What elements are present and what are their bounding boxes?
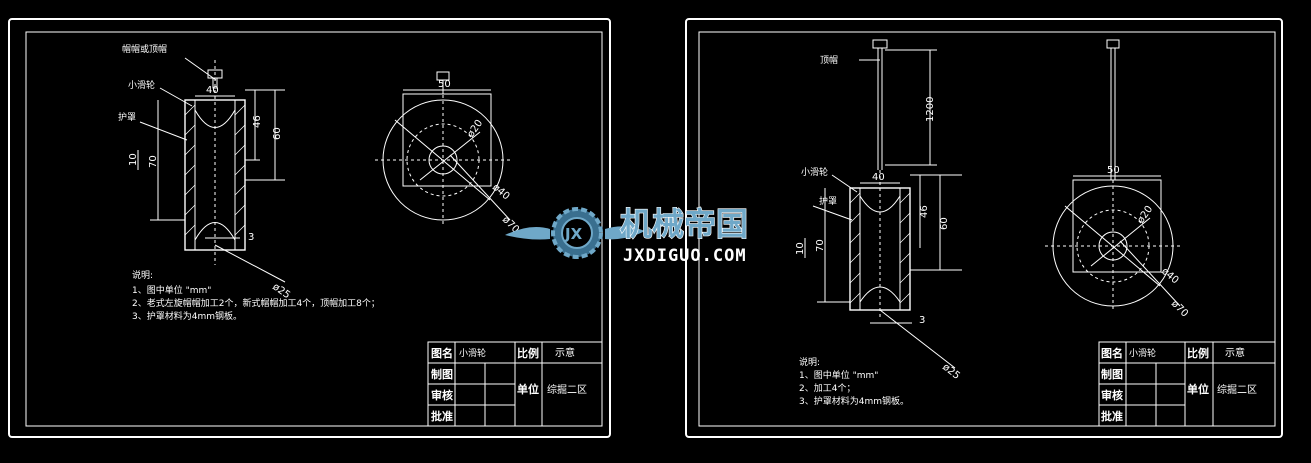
dim-70: 70 xyxy=(148,155,159,168)
dim-60: 60 xyxy=(939,217,950,230)
tb-check-label: 审核 xyxy=(1101,388,1123,402)
notes-title: 说明: xyxy=(132,269,153,281)
leader-pulley xyxy=(831,174,858,193)
flange-hatching xyxy=(184,104,246,236)
title-block xyxy=(1098,341,1276,427)
dim-60: 60 xyxy=(272,127,283,140)
tb-unit-value: 综掘二区 xyxy=(547,383,587,396)
label-top-cap: 帽帽或顶帽 xyxy=(122,43,167,55)
leader-pulley xyxy=(159,87,193,107)
note-2: 2、加工4个； xyxy=(799,383,855,394)
pulley-front-view: 50 xyxy=(375,71,513,225)
tb-scale-label: 比例 xyxy=(1187,346,1209,360)
tb-unit-label: 单位 xyxy=(517,382,539,396)
flange-right xyxy=(234,99,246,251)
tb-name-value: 小滑轮 xyxy=(459,347,486,359)
drawing-right-svg: 顶帽 小滑轮 护罩 1200 40 46 60 10 70 3 ø25 xyxy=(698,31,1276,427)
logo-letters: JX xyxy=(564,225,583,243)
leader-guard xyxy=(139,121,188,141)
dim-50: 50 xyxy=(438,79,451,90)
tb-approve-label: 批准 xyxy=(1101,409,1123,423)
note-3: 3、护罩材料为4mm钢板。 xyxy=(799,395,909,407)
brand-en: JXDIGUO.COM xyxy=(623,246,747,266)
dim-phi25: ø25 xyxy=(940,362,962,382)
wing-left-icon xyxy=(505,227,550,240)
tb-scale-value: 示意 xyxy=(1225,346,1245,359)
dim-46: 46 xyxy=(919,205,930,218)
notes-title: 说明: xyxy=(799,356,820,368)
dim-40: 40 xyxy=(206,85,219,96)
groove-top xyxy=(194,109,236,128)
tb-unit-label: 单位 xyxy=(1187,382,1209,396)
inner-frame xyxy=(698,31,1276,427)
tb-draw-label: 制图 xyxy=(431,367,453,381)
flange-hatching xyxy=(849,192,911,304)
dim-10: 10 xyxy=(795,242,806,255)
dim-10: 10 xyxy=(128,153,139,166)
pulley-side-view xyxy=(184,60,246,265)
pulley-side-view xyxy=(849,39,911,320)
dim-50: 50 xyxy=(1107,165,1120,176)
note-1: 1、图中单位 "mm" xyxy=(132,284,211,296)
brand-cn: 机械帝国 xyxy=(620,205,748,243)
note-1: 1、图中单位 "mm" xyxy=(799,369,878,381)
tb-name-label: 图名 xyxy=(1101,346,1123,360)
dim-3: 3 xyxy=(248,232,254,243)
dim-phi20: ø20 xyxy=(465,118,485,140)
dim-3: 3 xyxy=(919,315,925,326)
wing-right-icon xyxy=(605,226,645,240)
drawing-sheet-right: 顶帽 小滑轮 护罩 1200 40 46 60 10 70 3 ø25 xyxy=(685,18,1283,438)
dim-46: 46 xyxy=(252,115,263,128)
leader-cap xyxy=(184,57,217,81)
tb-name-label: 图名 xyxy=(431,346,453,360)
groove-bottom xyxy=(194,222,236,241)
label-guard: 护罩 xyxy=(819,195,837,207)
tb-draw-label: 制图 xyxy=(1101,367,1123,381)
dim-70: 70 xyxy=(815,239,826,252)
title-block xyxy=(427,341,603,427)
tb-check-label: 审核 xyxy=(431,388,453,402)
dim-1200: 1200 xyxy=(925,97,936,122)
dim-phi70: ø70 xyxy=(1169,298,1190,319)
leader-guard xyxy=(812,205,853,221)
label-guard: 护罩 xyxy=(118,111,136,123)
drawing-left-svg: 帽帽或顶帽 小滑轮 护罩 40 46 60 10 70 3 ø25 xyxy=(25,31,603,427)
tb-scale-value: 示意 xyxy=(555,346,575,359)
drawing-sheet-left: 帽帽或顶帽 小滑轮 护罩 40 46 60 10 70 3 ø25 xyxy=(8,18,611,438)
flange-left xyxy=(184,99,196,251)
front-guard xyxy=(402,93,492,187)
note-3: 3、护罩材料为4mm钢板。 xyxy=(132,310,242,322)
watermark-svg: JX 机械帝国 JXDIGUO.COM xyxy=(505,204,749,266)
tb-scale-label: 比例 xyxy=(517,346,539,360)
label-pulley: 小滑轮 xyxy=(128,79,155,91)
dim-40: 40 xyxy=(872,172,885,183)
pulley-front-view: 50 xyxy=(1045,39,1183,312)
watermark-logo: JX 机械帝国 JXDIGUO.COM xyxy=(505,195,805,270)
dim-phi40: ø40 xyxy=(1159,266,1181,287)
note-2: 2、老式左旋帽帽加工2个，新式帽帽加工4个，顶帽加工8个； xyxy=(132,297,380,309)
tb-name-value: 小滑轮 xyxy=(1129,347,1156,359)
tb-approve-label: 批准 xyxy=(431,409,453,423)
tb-unit-value: 综掘二区 xyxy=(1217,383,1257,396)
dim-phi20: ø20 xyxy=(1135,204,1155,226)
leader-phi25 xyxy=(214,244,286,283)
top-cap xyxy=(872,39,888,49)
label-top-cap: 顶帽 xyxy=(820,54,838,66)
label-pulley: 小滑轮 xyxy=(801,166,828,178)
